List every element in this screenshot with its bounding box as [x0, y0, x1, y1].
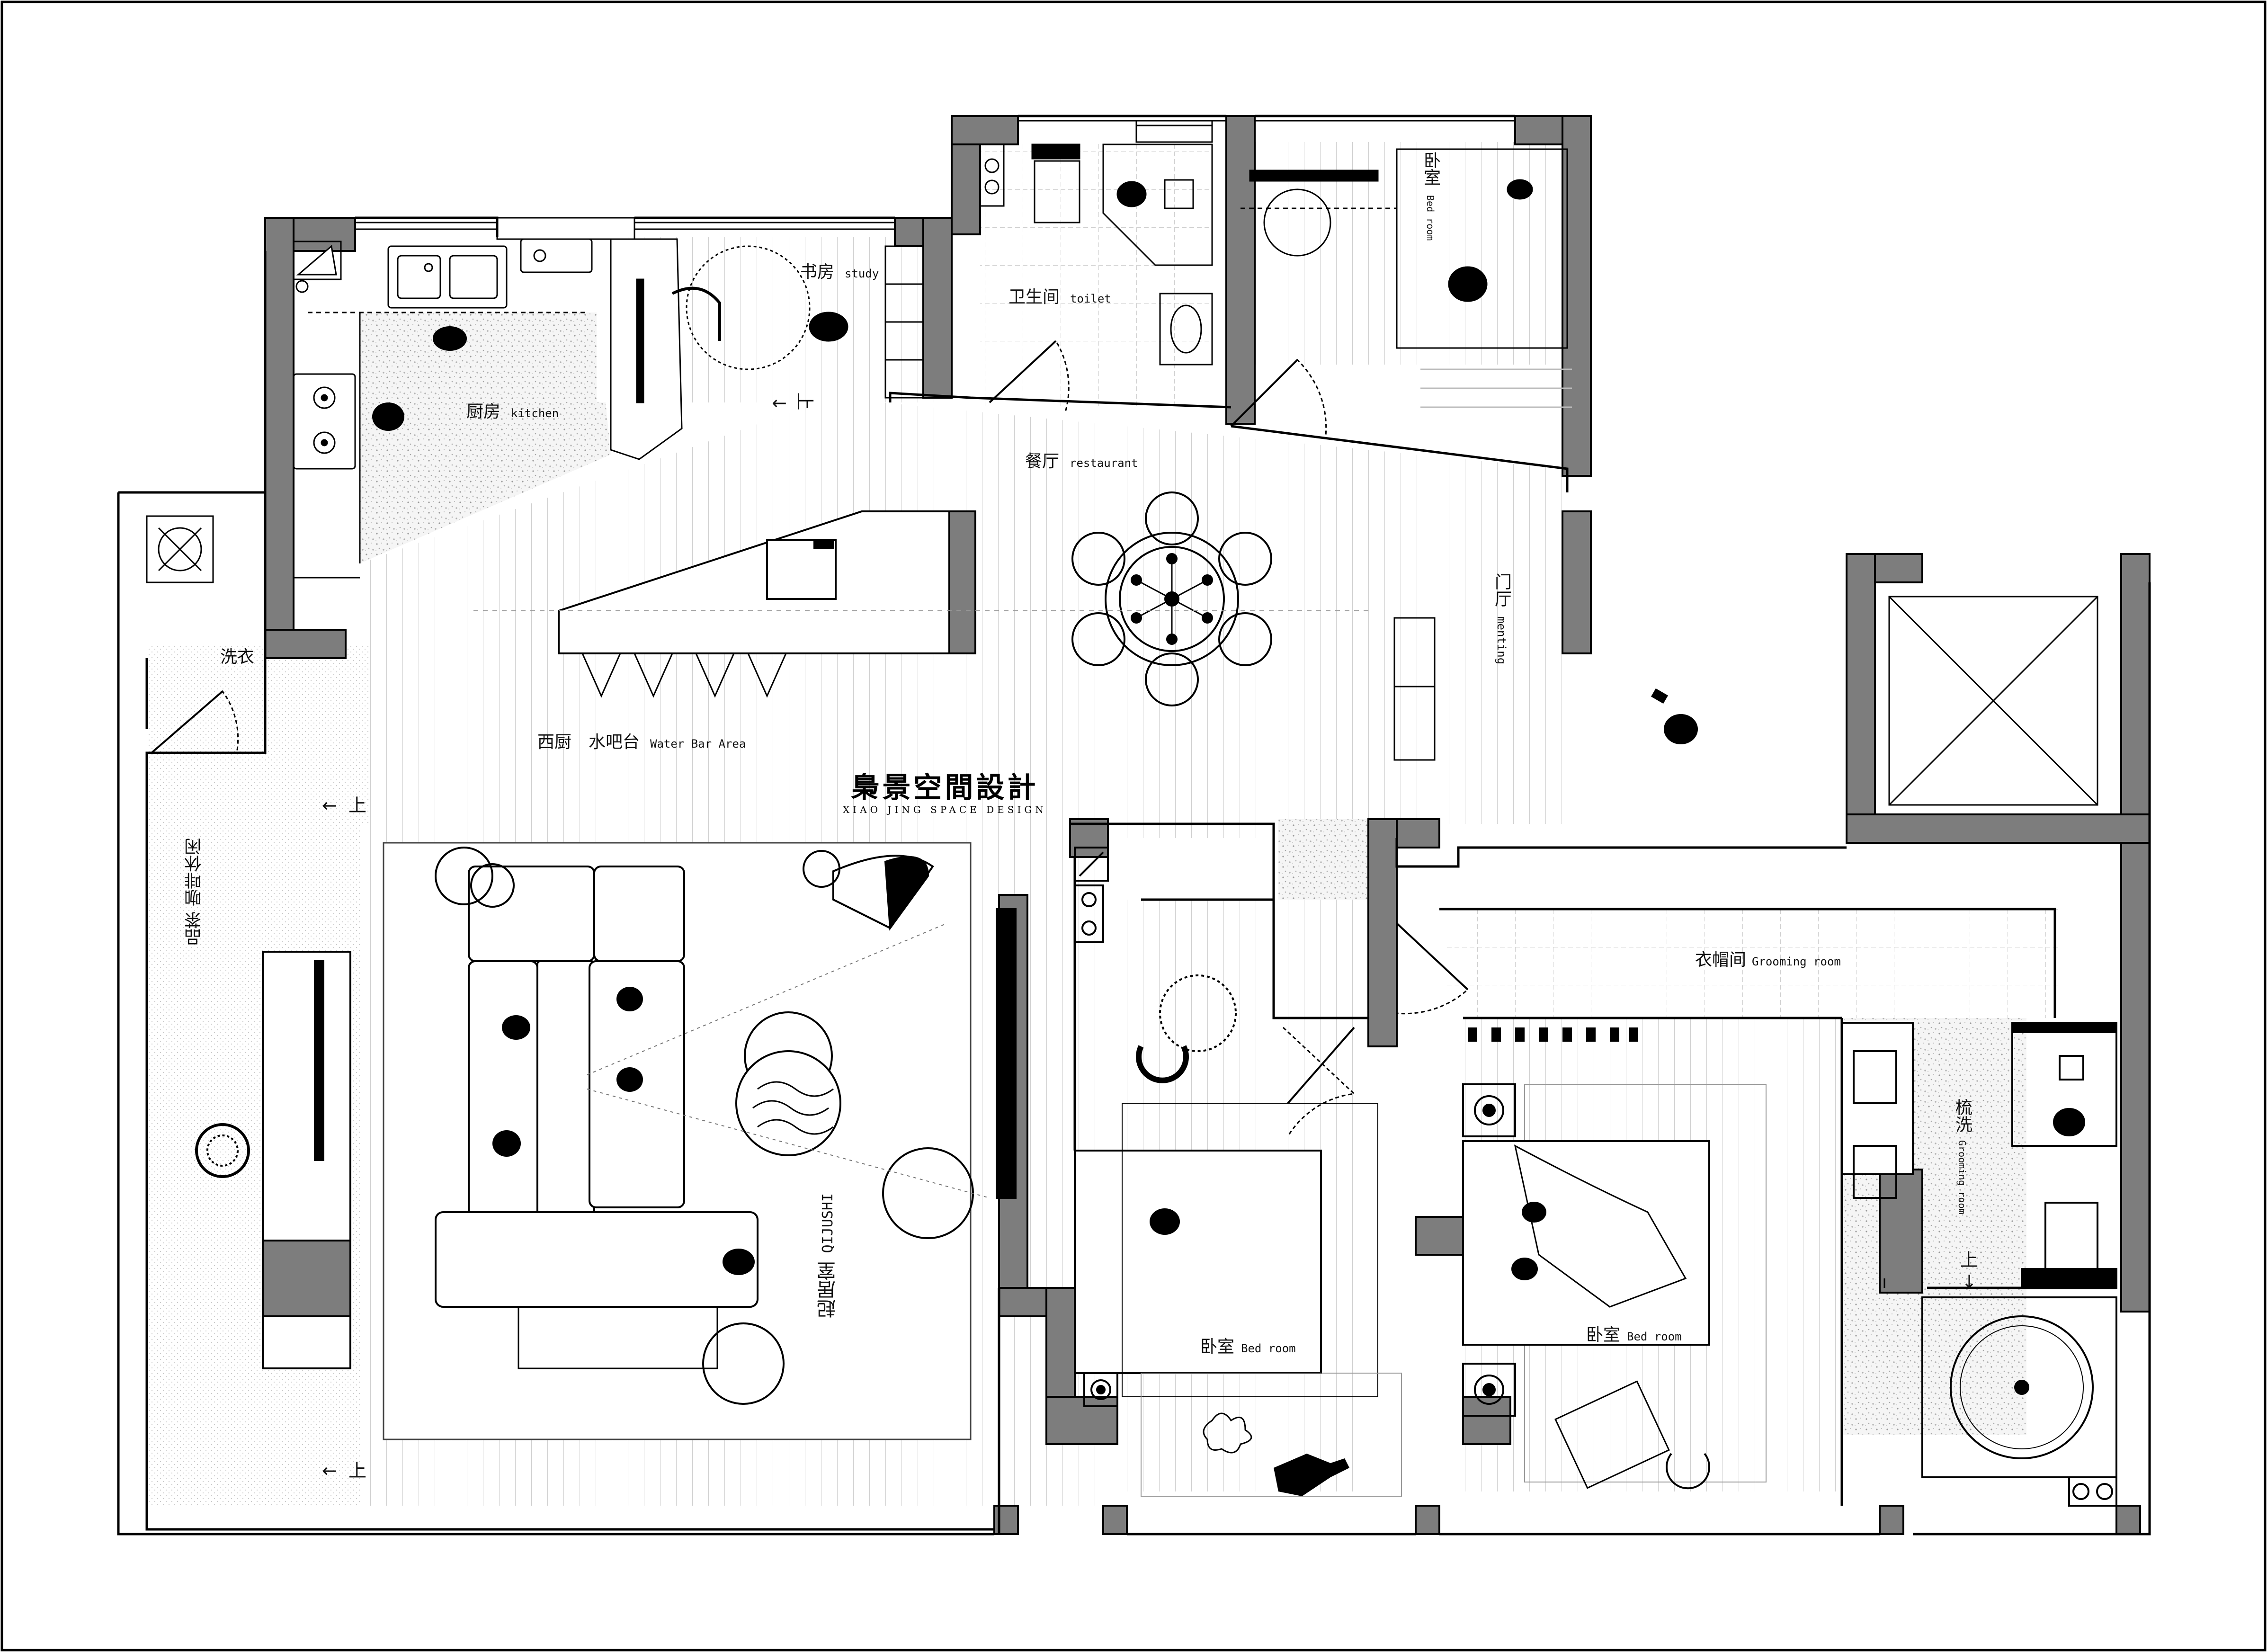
bedroom-master-fixtures — [1462, 1083, 1767, 1490]
brand-name: 梟景空間設計 — [851, 771, 1039, 804]
label-living: 起居室 QIJUSHI — [814, 1193, 842, 1318]
laundry — [146, 515, 214, 583]
label-cloakroom: 衣帽间 Grooming room — [1695, 946, 1841, 971]
wall-lines — [117, 115, 2151, 1536]
label-bedroom-north-cn: 卧室 — [1421, 152, 1440, 186]
entry-cabinet — [1393, 617, 1436, 761]
label-bedroom-master: 卧室 Bed room — [1586, 1321, 1682, 1346]
label-study-en: study — [845, 267, 879, 280]
water-bar-island — [473, 510, 1373, 698]
label-cloakroom-cn: 衣帽间 — [1695, 950, 1747, 970]
toilet-floor — [980, 142, 1212, 407]
label-restaurant-en: restaurant — [1070, 456, 1138, 470]
visitor-figure — [1651, 688, 1698, 744]
up-arrow-lounge-top: ← — [322, 795, 337, 816]
brand-tagline: XIAO JING SPACE DESIGN — [843, 804, 1047, 815]
up-mark-lounge-bottom: ← 上 — [322, 1456, 366, 1482]
label-bedroom-middle: 卧室 Bed room — [1200, 1333, 1296, 1357]
bedroom-middle-people — [1150, 1208, 1349, 1496]
up-text-wash: 上 — [1960, 1250, 1979, 1270]
label-wash-cn: 梳洗 — [1953, 1098, 1972, 1133]
label-study-cn: 书房 — [800, 262, 835, 282]
label-entrance-en: menting — [1495, 616, 1508, 665]
dining-set — [1071, 491, 1272, 706]
up-arrow-wash: ↓ — [1962, 1271, 1977, 1292]
up-text-study: 上 — [794, 392, 815, 411]
windows — [355, 120, 1515, 240]
label-toilet-en: toilet — [1070, 292, 1111, 305]
label-bedroom-master-en: Bed room — [1627, 1330, 1682, 1343]
label-wash: 梳洗 Grooming room — [1950, 1098, 1974, 1214]
label-living-cn: 起居室 — [817, 1261, 839, 1319]
label-entrance-cn: 门厅 — [1492, 573, 1511, 607]
label-laundry: 洗衣 — [220, 643, 254, 668]
label-wash-en: Grooming room — [1956, 1140, 1968, 1214]
up-arrow-lounge-bottom: ← — [322, 1460, 337, 1481]
label-water-bar-en: Water Bar Area — [650, 737, 746, 750]
kitchen-floor — [360, 313, 611, 563]
void-lightwell — [1888, 596, 2098, 806]
label-restaurant-cn: 餐厅 — [1025, 452, 1060, 471]
living-people — [492, 987, 755, 1275]
label-toilet-cn: 卫生间 — [1009, 287, 1060, 307]
kitchen-fixtures — [293, 241, 587, 579]
label-toilet: 卫生间 toilet — [1009, 283, 1111, 308]
study-fixtures — [520, 238, 924, 460]
label-tea-lounge-cn: 品茶 咖啡休闲 — [185, 838, 204, 946]
label-entrance: 门厅 menting — [1489, 573, 1514, 664]
label-bedroom-middle-en: Bed room — [1241, 1342, 1296, 1355]
bedroom-master-people — [1511, 1202, 1546, 1280]
label-tea-lounge: 品茶 咖啡休闲 — [182, 838, 207, 946]
label-water-bar: 西厨 水吧台 Water Bar Area — [537, 728, 746, 753]
brand-logo: 梟景空間設計 XIAO JING SPACE DESIGN — [843, 765, 1047, 815]
label-bedroom-north-en: Bed room — [1425, 195, 1436, 241]
bedroom-middle-fixtures — [1074, 847, 1402, 1497]
wash-fixtures — [1841, 1022, 2117, 1507]
cloakroom-fixtures — [1468, 1027, 1638, 1042]
label-bedroom-middle-cn: 卧室 — [1200, 1337, 1235, 1357]
label-bedroom-north: 卧室 Bed room — [1418, 152, 1443, 241]
label-cloakroom-en: Grooming room — [1752, 955, 1841, 968]
up-mark-wash: 上 ↓ — [1960, 1245, 1978, 1292]
label-laundry-cn: 洗衣 — [220, 647, 255, 667]
up-text-lounge-top: 上 — [348, 795, 366, 816]
lounge-fixtures — [195, 951, 351, 1369]
label-kitchen-en: kitchen — [511, 407, 559, 420]
cloak-floor — [1444, 909, 2060, 1018]
label-kitchen: 厨房 kitchen — [466, 398, 559, 422]
label-living-en: QIJUSHI — [820, 1193, 836, 1253]
label-water-bar-cn: 西厨 水吧台 — [537, 732, 640, 752]
main-hall-floor — [360, 398, 1562, 1506]
toilet-fixtures — [979, 143, 1213, 366]
label-restaurant: 餐厅 restaurant — [1025, 447, 1138, 472]
living-sightlines — [587, 923, 990, 1198]
kitchen-people — [372, 326, 467, 431]
up-mark-study: ← 上 — [772, 388, 815, 414]
label-study: 书房 study — [800, 258, 879, 283]
up-arrow-study: ← — [772, 393, 787, 413]
bedroom-north-fixtures — [1241, 148, 1572, 408]
label-kitchen-cn: 厨房 — [466, 402, 501, 421]
up-text-lounge-bottom: 上 — [348, 1460, 366, 1481]
doors — [151, 339, 1885, 1288]
up-mark-lounge-top: ← 上 — [322, 791, 366, 817]
label-bedroom-master-cn: 卧室 — [1586, 1325, 1621, 1345]
